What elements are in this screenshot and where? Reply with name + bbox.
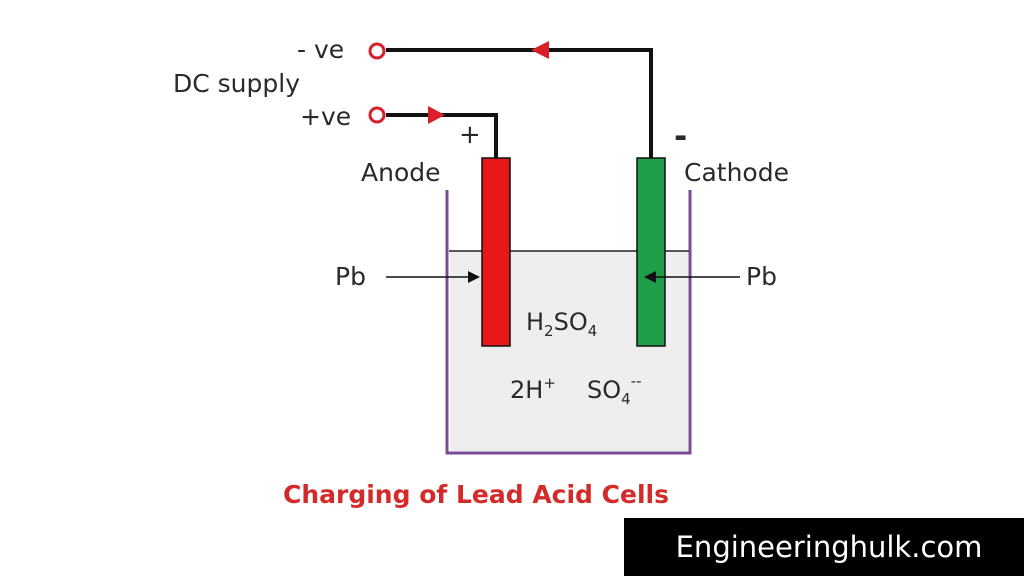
plus-sign: + (459, 120, 481, 150)
anode-label: Anode (361, 158, 441, 187)
sulfate-ion: SO4-- (587, 372, 642, 408)
cathode-label: Cathode (684, 158, 789, 187)
current-arrow-right (428, 106, 445, 124)
anode-material-label: Pb (335, 262, 366, 291)
electrolyte-formula: H2SO4 (526, 308, 597, 340)
watermark-banner: Engineeringhulk.com (624, 518, 1024, 576)
anode-electrode (481, 157, 511, 347)
cathode-pointer-head (644, 271, 656, 283)
current-arrow-left (531, 41, 549, 59)
anode-pointer-head (468, 271, 480, 283)
negative-terminal (368, 42, 386, 60)
positive-wire (386, 113, 498, 158)
hydrogen-ion: 2H+ (510, 374, 556, 404)
negative-wire (386, 48, 653, 158)
watermark-text: Engineeringhulk.com (675, 530, 983, 564)
positive-terminal-label: +ve (300, 102, 351, 131)
minus-sign: - (674, 117, 687, 155)
cathode-electrode (636, 157, 666, 347)
negative-terminal-label: - ve (297, 35, 344, 64)
positive-terminal (368, 106, 386, 124)
diagram-caption: Charging of Lead Acid Cells (283, 480, 669, 509)
supply-label: DC supply (173, 69, 300, 98)
cathode-material-label: Pb (746, 262, 777, 291)
cell-container (445, 190, 692, 455)
